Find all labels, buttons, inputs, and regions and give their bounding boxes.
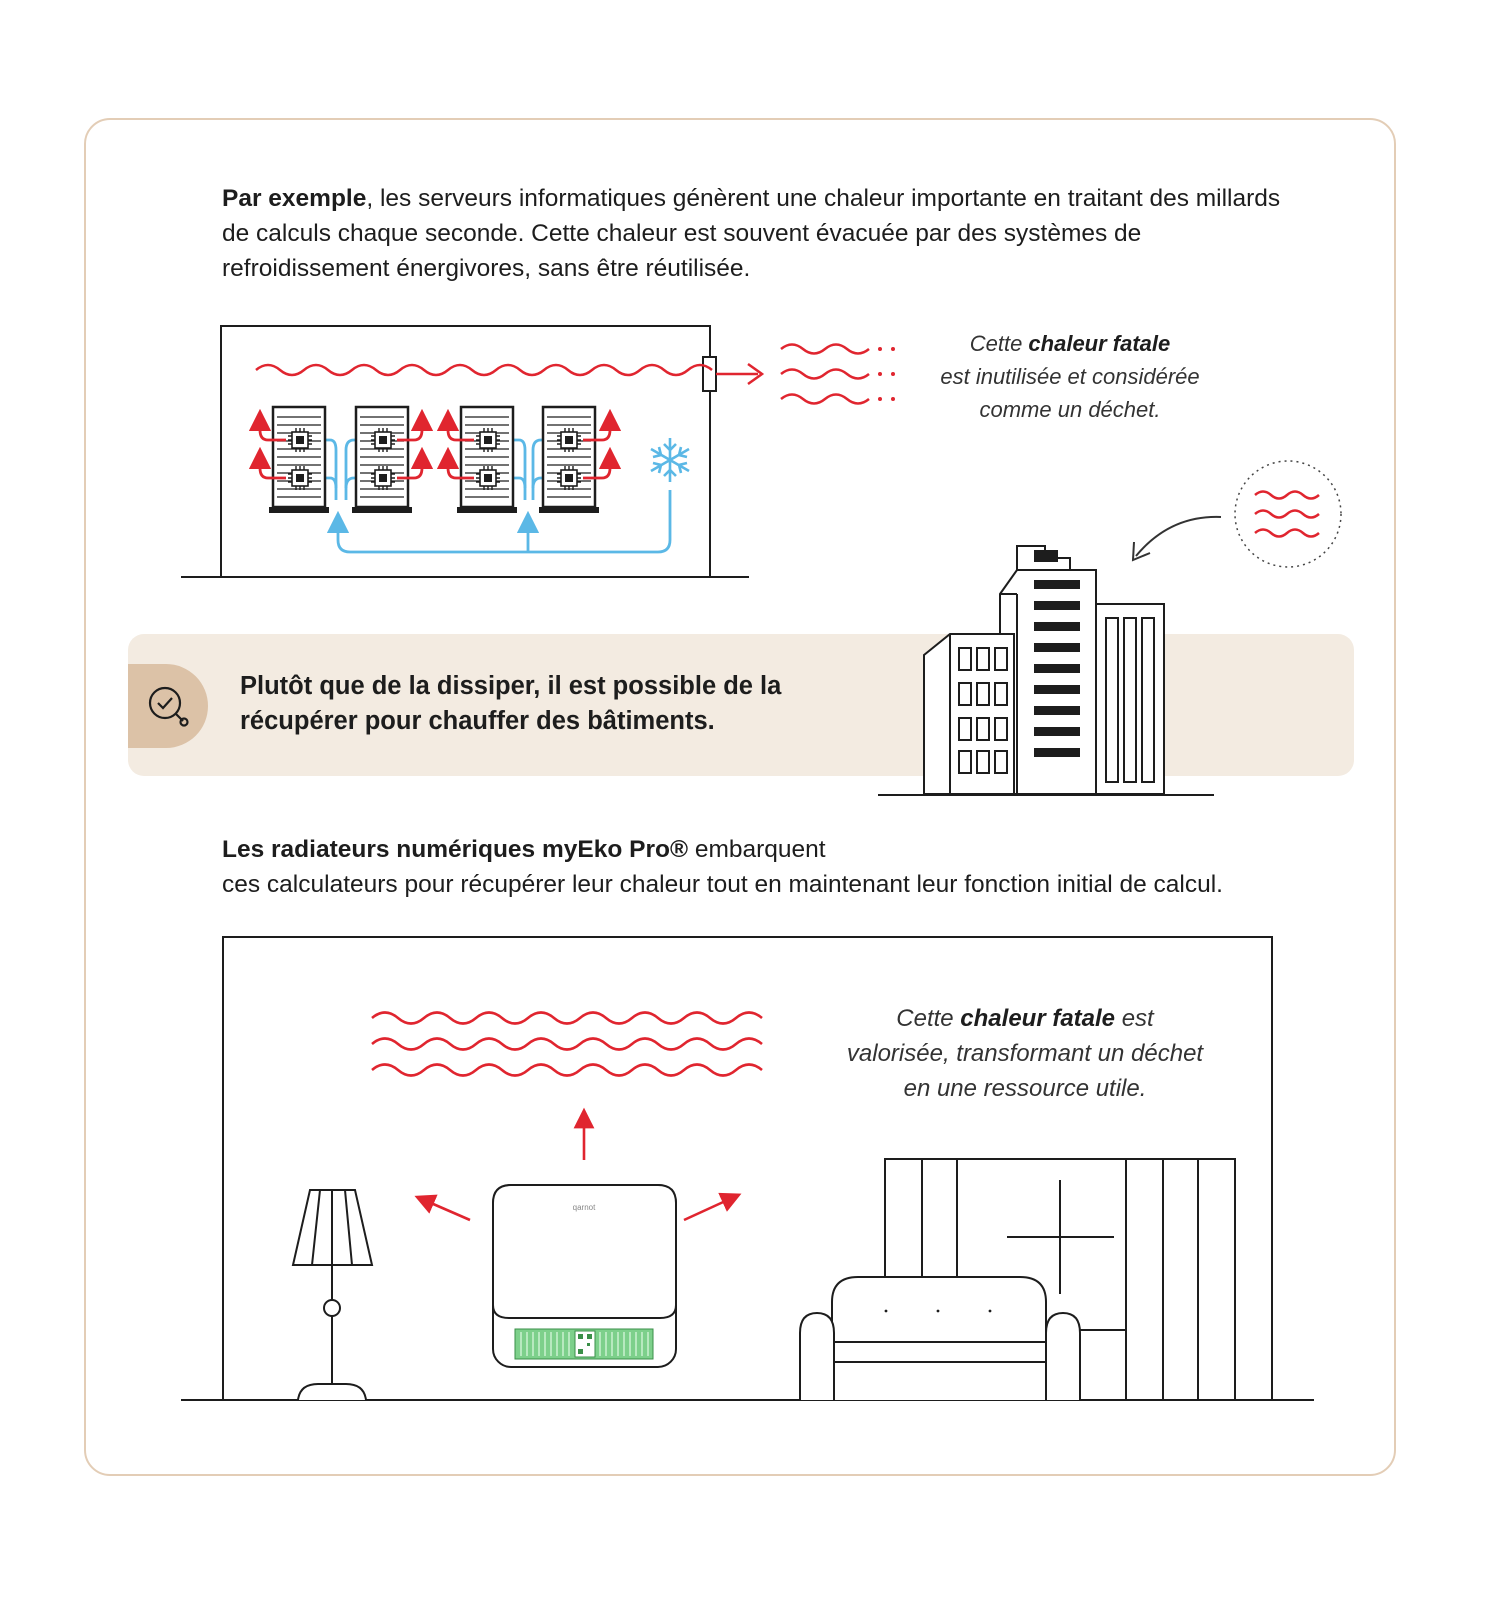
value-note-pre: Cette: [896, 1005, 961, 1032]
server-rack: [455, 405, 519, 515]
waste-heat-note: Cette chaleur fatale est inutilisée et co…: [905, 327, 1235, 426]
radiator-brand: qarnot: [573, 1203, 596, 1212]
exiting-heat-waves: [780, 343, 870, 405]
value-note-line2: valorisée, transformant un déchet: [846, 1040, 1204, 1067]
waste-note-bold: chaleur fatale: [1028, 331, 1171, 356]
value-note-line3: en une ressource utile.: [903, 1075, 1147, 1102]
product-rest2: ces calculateurs pour récupérer leur cha…: [222, 871, 1223, 898]
digital-radiator: qarnot: [492, 1184, 677, 1368]
product-bold: Les radiateurs numériques myEko Pro®: [222, 836, 689, 863]
product-rest1: embarquent: [688, 836, 826, 863]
intro-paragraph: Par exemple, les serveurs informatiques …: [222, 181, 1282, 286]
floor-lamp: [291, 1189, 374, 1401]
waste-note-line2: est inutilisée et considérée: [940, 364, 1200, 389]
value-note-bold: chaleur fatale: [960, 1005, 1116, 1032]
snowflake-icon: [650, 438, 690, 482]
magnifier-check-icon: [148, 686, 189, 727]
living-room-diagram: qarnot: [181, 936, 1314, 1401]
heat-wave-icon: [1254, 490, 1320, 538]
server-room-diagram: [181, 325, 765, 578]
sofa: [799, 1276, 1126, 1400]
exhaust-vent: [702, 356, 717, 392]
heat-bubble: [1234, 460, 1342, 568]
arrow-icon: [1131, 541, 1151, 562]
product-paragraph: Les radiateurs numériques myEko Pro® emb…: [222, 832, 1362, 902]
value-note-post: est: [1115, 1005, 1154, 1032]
server-rack: [537, 405, 601, 515]
arrow-icon: [414, 1107, 742, 1222]
intro-rest: , les serveurs informatiques génèrent un…: [222, 185, 1281, 282]
server-rack: [350, 405, 414, 515]
heat-wave-icon: [371, 1011, 763, 1077]
arrow-icon: [747, 362, 765, 386]
chip-icon: [287, 427, 582, 491]
intro-bold: Par exemple: [222, 185, 367, 212]
heat-wave-icon: [255, 363, 713, 377]
value-heat-note: Cette chaleur fatale est valorisée, trans…: [820, 1001, 1230, 1106]
city-buildings: [923, 545, 1165, 795]
highlight-badge: [128, 664, 208, 748]
highlight-text: Plutôt que de la dissiper, il est possib…: [240, 672, 782, 735]
server-rack: [267, 405, 331, 515]
waste-note-pre: Cette: [969, 331, 1029, 356]
waste-note-line3: comme un déchet.: [979, 397, 1161, 422]
